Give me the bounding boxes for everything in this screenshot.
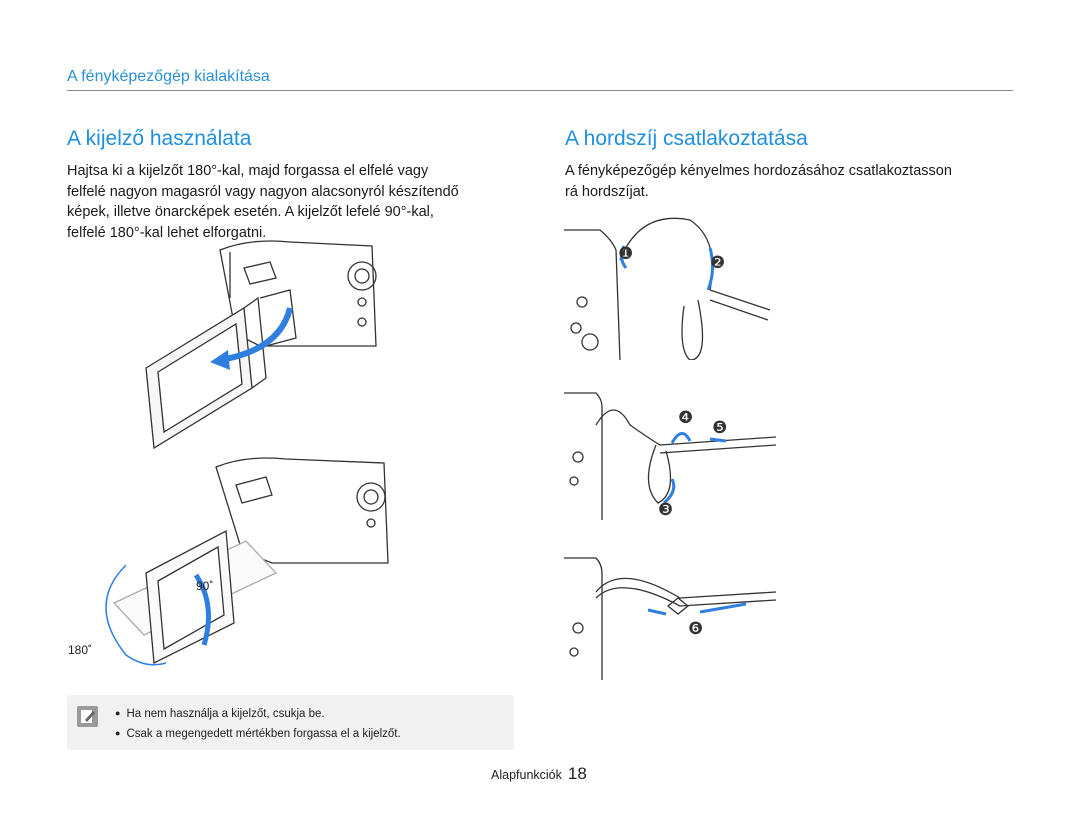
note-item: Csak a megengedett mértékben forgassa el…: [115, 724, 400, 744]
strap-arrow-2: [706, 247, 715, 291]
rotate-90-arrow: [193, 573, 211, 646]
camera-flip-screen-illustration: [145, 240, 377, 450]
strap-step-6-illustration: ❻: [564, 557, 777, 680]
left-body-line: Hajtsa ki a kijelzőt 180°-kal, majd forg…: [67, 163, 429, 179]
step-5-label: ❺: [712, 418, 727, 438]
camera-rotation-angles-illustration: 90˚ 180˚: [68, 457, 389, 666]
step-2-label: ❷: [710, 253, 725, 273]
strap-arrow-1: [619, 245, 628, 269]
strap-arrow-3: [662, 478, 676, 505]
strap-step-3-5-illustration: ❹ ❺ ❸: [564, 392, 777, 520]
note-list: Ha nem használja a kijelzőt, csukja be. …: [115, 704, 401, 744]
right-heading: A hordszíj csatlakoztatása: [565, 127, 808, 150]
left-body-line: felfelé 180°-kal lehet elforgatni.: [67, 224, 267, 241]
page-footer: Alapfunkciók 18: [491, 764, 587, 784]
header-divider: [67, 90, 1013, 91]
strap-arrow-4: [670, 432, 692, 444]
right-body-line: rá hordszíjat.: [565, 183, 649, 200]
step-6-label: ❻: [688, 619, 703, 639]
step-4-label: ❹: [678, 408, 693, 428]
arrow-head: [210, 350, 230, 370]
step-3-label: ❸: [658, 500, 673, 520]
left-body-line: felfelé nagyon magasról vagy nagyon alac…: [67, 183, 459, 200]
rotate-180-arrow: [105, 564, 167, 666]
section-title: A fényképezőgép kialakítása: [67, 68, 270, 85]
step-1-label: ❶: [618, 244, 633, 264]
angle-180-label: 180˚: [68, 643, 92, 657]
note-item: Ha nem használja a kijelzőt, csukja be.: [115, 704, 401, 724]
page-number: 18: [567, 764, 587, 783]
rotate-arrow: [219, 307, 293, 363]
strap-arrow-5: [709, 437, 727, 443]
strap-arrow-6-left: [647, 608, 667, 616]
right-body: A fényképezőgép kényelmes hordozásához c…: [565, 161, 1015, 202]
angle-90-label: 90˚: [196, 579, 213, 593]
left-body-line: képek, illetve önarcképek esetén. A kije…: [67, 204, 434, 220]
footer-section-label: Alapfunkciók: [491, 768, 562, 782]
left-heading: A kijelző használata: [67, 127, 252, 150]
note-box: Ha nem használja a kijelzőt, csukja be. …: [67, 695, 514, 750]
strap-step-1-2-illustration: ❶ ❷: [564, 217, 771, 360]
right-body-line: A fényképezőgép kényelmes hordozásához c…: [565, 163, 952, 179]
memo-pencil-icon: [77, 706, 98, 727]
left-body: Hajtsa ki a kijelzőt 180°-kal, majd forg…: [67, 161, 517, 243]
strap-arrow-6-right: [699, 602, 747, 614]
